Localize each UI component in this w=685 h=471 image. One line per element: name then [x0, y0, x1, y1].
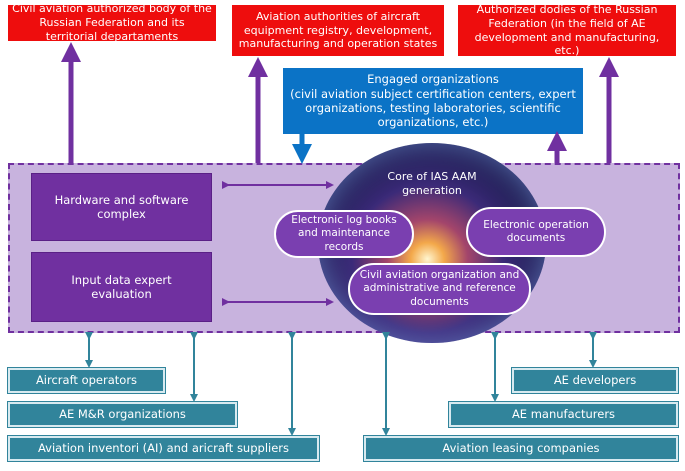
engaged-organizations-box: Engaged organizations (civil aviation su… — [283, 68, 583, 134]
aviation-inventori-box: Aviation inventori (AI) and aricraft sup… — [8, 436, 319, 461]
operation-documents-pill: Electronic operation documents — [466, 207, 606, 257]
aircraft-operators-box: Aircraft operators — [8, 368, 165, 393]
aviation-authorities-box: Aviation authorities of aircraft equipme… — [232, 5, 444, 56]
ae-developers-box: AE developers — [512, 368, 678, 393]
hardware-software-box: Hardware and software complex — [31, 173, 212, 241]
ae-mr-organizations-box: AE M&R organizations — [8, 402, 237, 427]
aviation-leasing-box: Aviation leasing companies — [364, 436, 678, 461]
input-data-evaluation-box: Input data expert evaluation — [31, 252, 212, 322]
admin-documents-pill: Civil aviation organization and administ… — [348, 263, 531, 315]
civil-aviation-authority-box: Civil aviation authorized body of the Ru… — [8, 2, 216, 43]
log-books-pill: Electronic log books and maintenance rec… — [274, 210, 414, 258]
core-title: Core of IAS AAM generation — [387, 170, 477, 198]
authorized-bodies-box: Authorized dodies of the Russian Federat… — [458, 3, 676, 57]
ae-manufacturers-box: AE manufacturers — [449, 402, 678, 427]
